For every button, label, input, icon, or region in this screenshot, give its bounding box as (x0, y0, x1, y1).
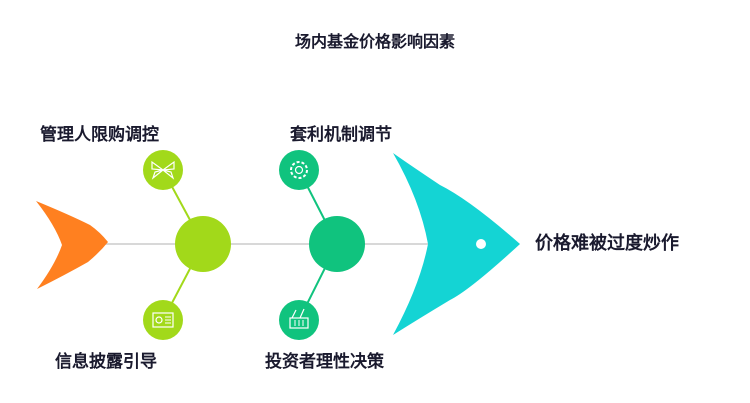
gear-icon (279, 150, 319, 190)
fish-head (393, 153, 520, 335)
effect-label: 价格难被过度炒作 (535, 233, 679, 254)
butterfly-icon (143, 150, 183, 190)
diagram-title: 场内基金价格影响因素 (294, 32, 455, 51)
basket-icon (279, 300, 319, 340)
cause-label: 管理人限购调控 (40, 125, 159, 145)
cause-node-1 (175, 216, 231, 272)
cause-label: 投资者理性决策 (265, 352, 384, 372)
fish-tail (36, 201, 108, 289)
cause-node-2 (309, 216, 365, 272)
fish-eye (476, 239, 486, 249)
cause-label: 信息披露引导 (55, 352, 157, 372)
folder-document-icon (143, 300, 183, 340)
cause-label: 套利机制调节 (290, 125, 392, 145)
